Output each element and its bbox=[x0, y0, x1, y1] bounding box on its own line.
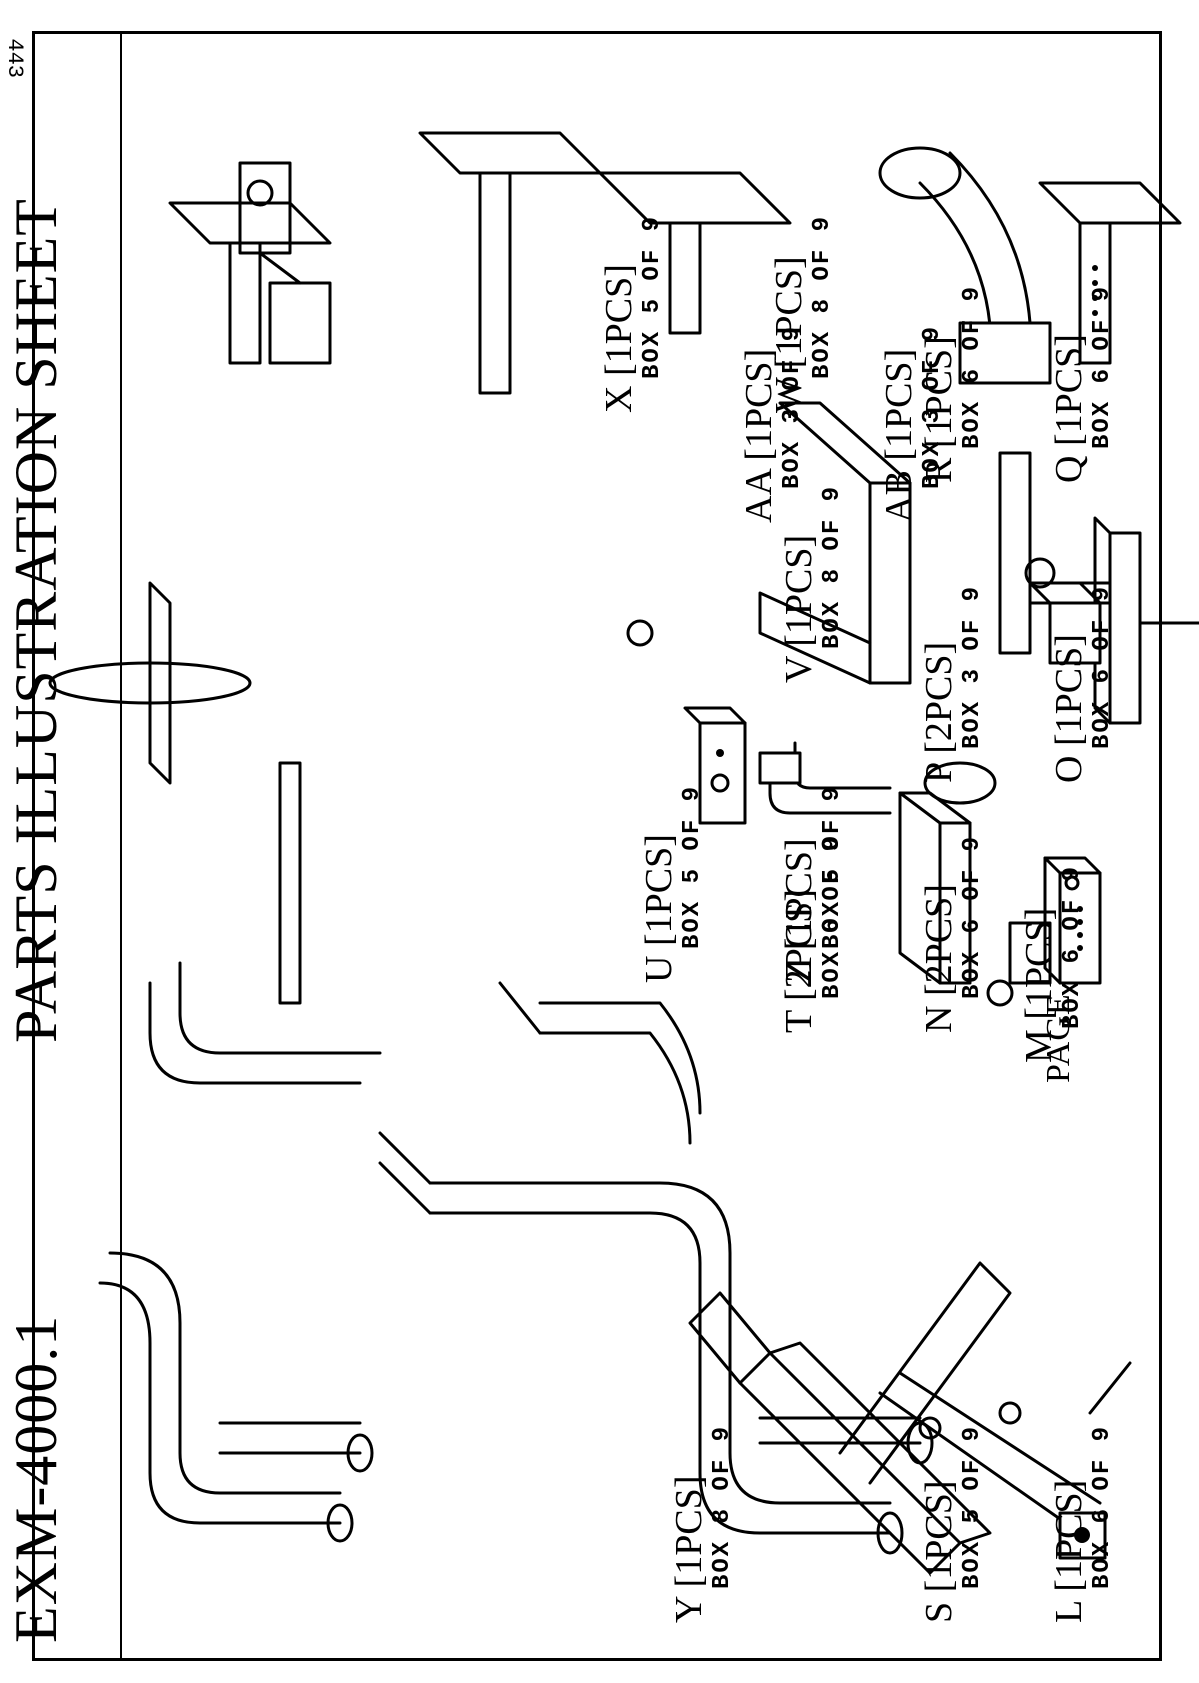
part-label-y: Y [1PCS] BOX 8 OF 9 bbox=[668, 1424, 736, 1623]
part-y-drawing bbox=[98, 961, 382, 1543]
part-l-drawing bbox=[688, 1261, 1132, 1575]
part-u-drawing bbox=[683, 706, 747, 825]
part-t-drawing bbox=[758, 741, 892, 815]
part-label-q: Q [1PCS] BOX 6 OF 9 bbox=[1048, 284, 1116, 483]
part-v-drawing bbox=[626, 401, 912, 685]
part-r-drawing bbox=[878, 146, 1052, 385]
part-x-drawing bbox=[418, 131, 602, 395]
part-ab-drawing bbox=[168, 201, 332, 365]
part-z-drawing bbox=[48, 581, 302, 1005]
part-aa-drawing bbox=[238, 161, 332, 365]
part-label-p: P [2PCS] BOX 3 OF 9 bbox=[918, 584, 986, 783]
part-label-u: U [1PCS] BOX 5 OF 9 bbox=[638, 784, 706, 983]
part-q-drawing bbox=[1038, 181, 1182, 365]
part-s-drawing bbox=[378, 981, 934, 1555]
part-label-s: S [1PCS] BOX 5 OF 9 bbox=[918, 1424, 986, 1623]
part-label-n: N [2PCS] BOX 6 OF 9 bbox=[918, 834, 986, 1033]
page-label: PAGE bbox=[1040, 993, 1077, 1083]
part-w-drawing bbox=[598, 171, 792, 335]
part-label-ab: AB [1PCS] BOX 3 OF 9 bbox=[878, 324, 946, 523]
part-p-drawing bbox=[1024, 557, 1102, 665]
part-n-drawing bbox=[1043, 856, 1102, 985]
part-label-x: X [1PCS] BOX 5 OF 9 bbox=[598, 214, 666, 413]
part-label-o: O [1PCS] BOX 6 OF 9 bbox=[1048, 584, 1116, 783]
part-label-l: L [1PCS] BOX 6 OF 9 bbox=[1048, 1424, 1116, 1623]
part-label-z: Z [1PCS] BOX 5 OF 9 bbox=[778, 784, 846, 983]
part-label-aa: AA [1PCS] BOX 3 OF 9 bbox=[738, 324, 806, 523]
part-m-drawing bbox=[898, 761, 1052, 1007]
